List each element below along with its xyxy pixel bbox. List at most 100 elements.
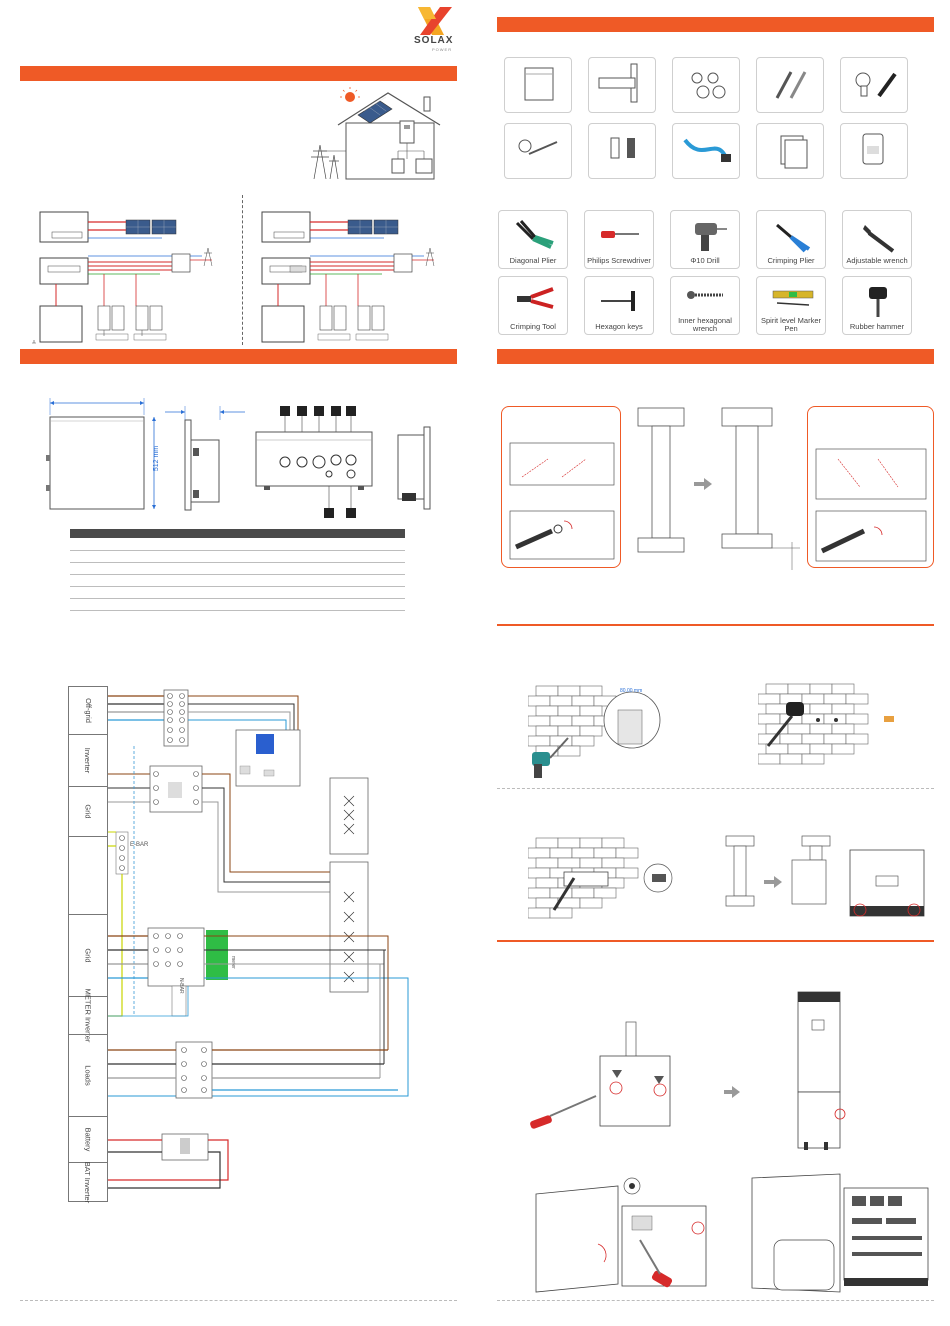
packing-item-connectors [672,57,740,113]
house-illustration [300,85,450,180]
wiring-diagram: Off-grid Inverter Grid Grid METER Invert… [68,686,428,1206]
down-arrow-icon [612,1070,622,1078]
system-diagram-left [32,210,232,345]
table-row [70,538,405,551]
divider-dashed-bottom-left [20,1300,457,1301]
crimping-plier-icon [776,223,811,253]
section-bar-system-overview [20,66,457,81]
tool-crimping-tool: Crimping Tool [498,276,568,335]
spirit-level-icon [772,290,814,306]
table-header-cell [117,529,193,538]
down-arrow-icon [654,1076,664,1084]
bracket-assembly-drawing [632,402,802,572]
open-cover-drawing [532,1170,718,1300]
tool-inner-hexagonal-wrench: Inner hexagonal wrench [670,276,740,335]
table-row [70,598,405,611]
section-rule-wiring-box [497,940,934,942]
section-rule-wall-mount [497,624,934,626]
solar-panel-icon [357,96,393,124]
solar-array-icon [125,219,177,235]
wiring-label-spacer [68,836,108,914]
hexagon-key-icon [601,291,635,311]
system-diagram-right [254,210,454,345]
tool-adjustable-wrench: Adjustable wrench [842,210,912,269]
section-bar-mounting [497,349,934,364]
logo-wordmark: SOLAX [414,35,454,46]
tool-spirit-level: Spirit level Marker Pen [756,276,826,335]
packing-item-documents [756,123,824,179]
wiring-label-inverter: Inverter [68,734,108,786]
rubber-hammer-icon [766,702,804,747]
brick-wall-icon [527,685,617,757]
contactor-upper [329,777,369,855]
tool-label: Φ10 Drill [690,256,720,265]
wall-anchor-drawing [757,676,898,776]
anchor-icon [884,716,894,722]
wall-hole-depth-label: 80.00 mm [620,688,643,694]
table-header-cell [193,529,405,538]
hang-inverter-drawing [720,830,930,925]
wiring-box-install-drawing [530,1020,700,1140]
solax-x-mark-icon [418,7,452,35]
tool-label: Rubber hammer [849,322,905,331]
e-bar-label: E-BAR [130,842,149,848]
packing-item-bracket [588,57,656,113]
packing-item-screws [588,123,656,179]
tool-diagonal-plier: Diagonal Plier [498,210,568,269]
diagram-divider [242,195,243,345]
section-bar-packing-list [497,17,934,32]
power-tower-icon [311,144,339,180]
rubber-hammer-icon [869,287,887,317]
tool-crimping-plier: Crimping Plier [756,210,826,269]
section-bar-dimensions [20,349,457,364]
installed-inverter-drawing [788,990,848,1155]
arrow-icon [694,478,712,490]
meter-label: meter [230,956,236,969]
bracket-step-panel-right [807,406,934,568]
wiring-label-grid: Grid [68,914,108,996]
logo-tagline: POWER [432,47,453,52]
wiring-label-loads: Loads [68,1034,108,1116]
interface-table [70,529,405,611]
grid-tower-icon [203,247,213,267]
tool-label: Crimping Tool [510,322,556,331]
tool-label: Adjustable wrench [846,256,908,265]
packing-item-anchors [756,57,824,113]
table-row [70,574,405,587]
wiring-label-battery: Battery [68,1116,108,1162]
table-row [70,562,405,575]
hex-wrench-icon [687,291,723,299]
wiring-label-bat-inverter: BAT Inverter [68,1161,108,1203]
tool-label: Spirit level Marker Pen [760,316,821,333]
screwdriver-icon [530,1095,597,1129]
dimension-drawing-front: 512 mm [44,395,164,515]
table-row [70,550,405,563]
tool-label: Inner hexagonal wrench [678,316,732,333]
inverter-icon [399,120,415,144]
n-bar-label: N-BAR [178,978,184,994]
tool-hexagon-keys: Hexagon keys [584,276,654,335]
table-row [70,586,405,599]
dimension-drawing-bottom [250,400,380,520]
open-wiring-box-drawing [748,1170,934,1300]
dimension-drawing-side [165,400,255,515]
solax-logo: SOLAX POWER [410,5,458,60]
tool-philips-screwdriver: Philips Screwdriver [584,210,654,269]
adjustable-wrench-icon [863,225,895,253]
bracket-step-panel-left [501,406,621,568]
meter-device [206,930,228,980]
screw-icon [652,874,666,882]
crimping-tool-icon [517,287,554,309]
sun-icon [345,92,355,102]
battery-icon [391,158,405,174]
drill-icon [695,223,727,251]
dimension-drawing-rear [392,425,442,510]
wiring-label-off-grid: Off-grid [68,686,108,734]
table-header-cell [70,529,117,538]
packing-item-ct [840,123,908,179]
packing-item-cable [672,123,740,179]
contactor-lower [329,861,369,993]
tool-label: Philips Screwdriver [587,256,651,265]
arrow-icon [724,1086,740,1100]
arrow-icon [764,876,782,888]
